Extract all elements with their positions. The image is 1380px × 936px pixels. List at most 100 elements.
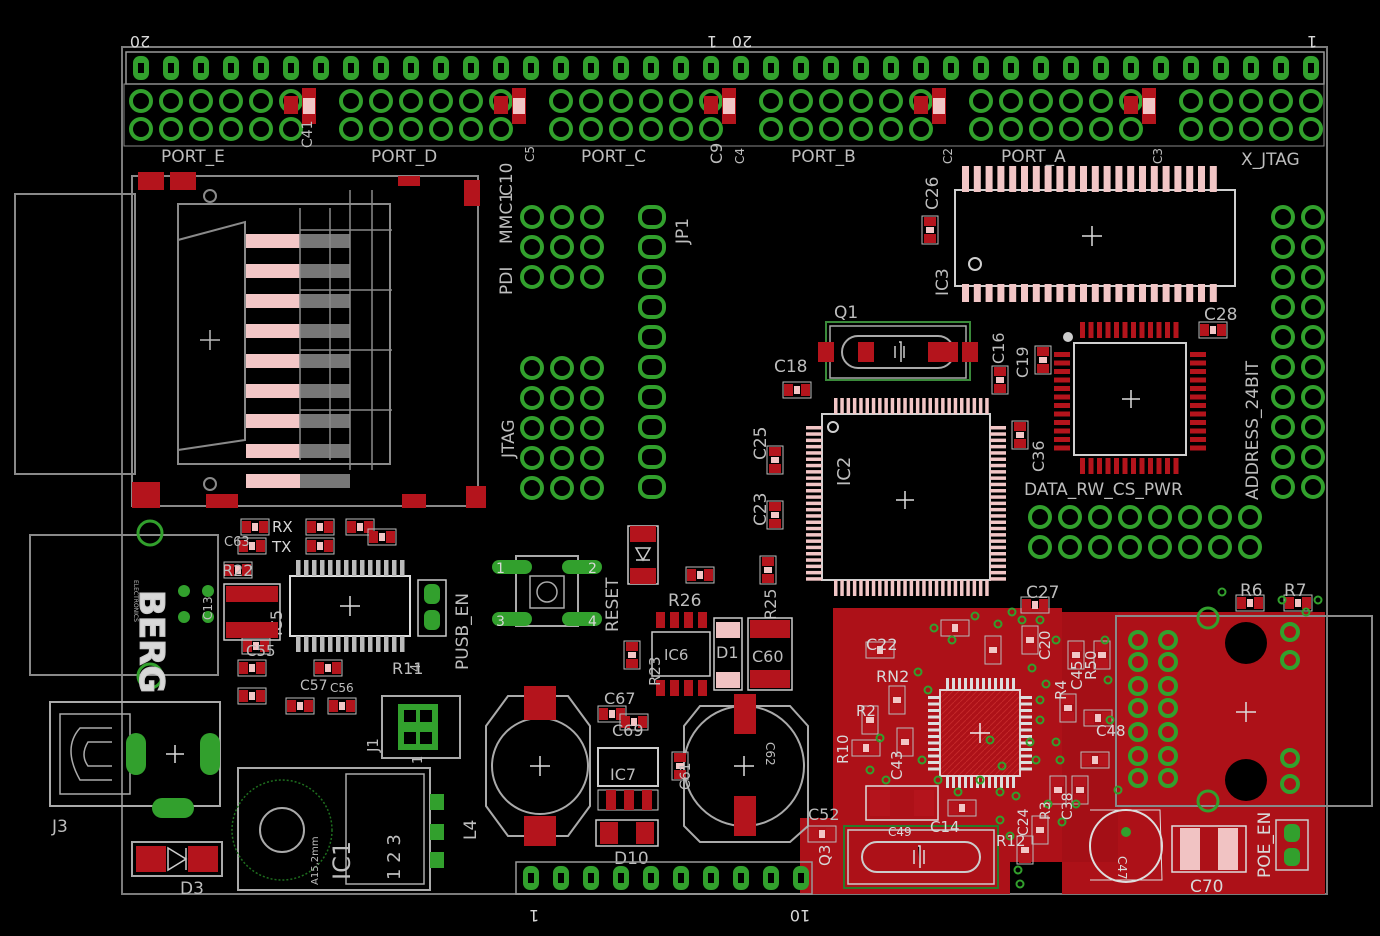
smd-pad (513, 98, 525, 114)
smd-body (1026, 637, 1034, 643)
smd-outline (237, 537, 267, 555)
ic2-pin (960, 398, 964, 414)
header-pin (1238, 505, 1262, 529)
phy-pin (1020, 735, 1032, 738)
smd-pad (284, 96, 298, 114)
ic3-pin (1103, 284, 1111, 302)
ic3-pin (1174, 166, 1182, 192)
via (1103, 675, 1113, 685)
ic3-pin (1198, 284, 1205, 302)
via (985, 735, 995, 745)
c9-label: C9 (707, 143, 726, 164)
via (1035, 615, 1045, 625)
ic2-pin (859, 398, 863, 414)
ic3-pin (1150, 284, 1158, 302)
ic3-pin (1091, 284, 1099, 302)
smd-pad (933, 98, 945, 114)
header-pin (1088, 505, 1112, 529)
r23-label: R23 (646, 656, 664, 686)
ic2-pin (806, 539, 822, 543)
top-pin-header (125, 51, 1325, 85)
ic2-pin (806, 507, 822, 512)
c16-label: C16 (989, 332, 1008, 364)
header-pin (550, 205, 574, 229)
port-pin (1119, 117, 1143, 141)
ic2-pin (806, 495, 822, 499)
c44-label: C43 (888, 750, 906, 780)
smd-body (771, 457, 779, 463)
qfn-pin (1156, 458, 1162, 474)
port-pin (909, 117, 933, 141)
phy-pin (1000, 776, 1003, 788)
smd-pad (324, 540, 333, 552)
ic3-pin (1032, 166, 1040, 192)
rx-label: RX (272, 518, 293, 536)
button-pin-4: 4 (588, 614, 597, 630)
c61-label: C61 (678, 762, 694, 790)
c25-label: C25 (751, 426, 771, 460)
smd-pad (242, 564, 251, 576)
header-pin (550, 386, 574, 410)
via (917, 755, 927, 765)
smd-body (249, 692, 255, 700)
smd-pad (1070, 642, 1082, 651)
port-pin (819, 117, 843, 141)
c28-label: C28 (1204, 305, 1238, 325)
port-pin (1029, 117, 1053, 141)
header-pin (550, 416, 574, 440)
header-pin (520, 235, 544, 259)
ic2-pin (934, 398, 939, 414)
qfn-pin (1190, 420, 1206, 425)
header-pin (1301, 325, 1325, 349)
phy-pin (928, 696, 940, 699)
smd-outline (305, 537, 335, 555)
cap-c5 (223, 583, 281, 641)
c60-part (747, 617, 793, 691)
smd-pad (307, 521, 316, 533)
tx-label: TX (271, 538, 291, 556)
pin-hole (1218, 63, 1224, 73)
pin-hole (1038, 63, 1044, 73)
phy-pin (1020, 754, 1032, 758)
pin-hole (708, 873, 714, 883)
smd-pad (870, 742, 879, 754)
smd-pad (226, 586, 278, 602)
smd-pad (987, 637, 999, 646)
pin-hole (918, 63, 924, 73)
pin-hole (738, 873, 744, 883)
smd-body (253, 642, 259, 650)
ic3-pin (1115, 166, 1123, 192)
c63-label: C63 (224, 535, 250, 550)
port-pin (129, 117, 153, 141)
eth-pin (1128, 652, 1148, 672)
header-pin (1271, 205, 1295, 229)
ic2-pin (947, 398, 951, 414)
phy-pin (952, 678, 955, 690)
smd-pad (364, 521, 373, 533)
phy-pin (988, 678, 991, 690)
pin-hole (558, 63, 564, 73)
via (1051, 737, 1061, 747)
ic2-pin (806, 432, 822, 436)
smd-pad (1085, 712, 1094, 724)
ic2-pin (990, 507, 1006, 512)
qfn-pin (1131, 458, 1136, 474)
via (1031, 755, 1041, 765)
header-pin (1058, 505, 1082, 529)
ic2-pin (990, 495, 1006, 499)
smd-pad (949, 802, 958, 814)
port-pin (459, 89, 483, 113)
smd-pad (1096, 642, 1108, 651)
header-pin (520, 356, 544, 380)
smd-pad (801, 384, 810, 396)
smd-pad (769, 502, 781, 511)
sd-pin (246, 324, 300, 338)
port-pin (549, 117, 573, 141)
ic2-pin (806, 463, 822, 468)
smd-body (877, 646, 883, 654)
ic5-pin (352, 560, 357, 576)
usb-connector (29, 519, 219, 690)
ic3-pin (1044, 166, 1052, 192)
port-pin (1089, 89, 1113, 113)
phy-pin (928, 722, 940, 725)
